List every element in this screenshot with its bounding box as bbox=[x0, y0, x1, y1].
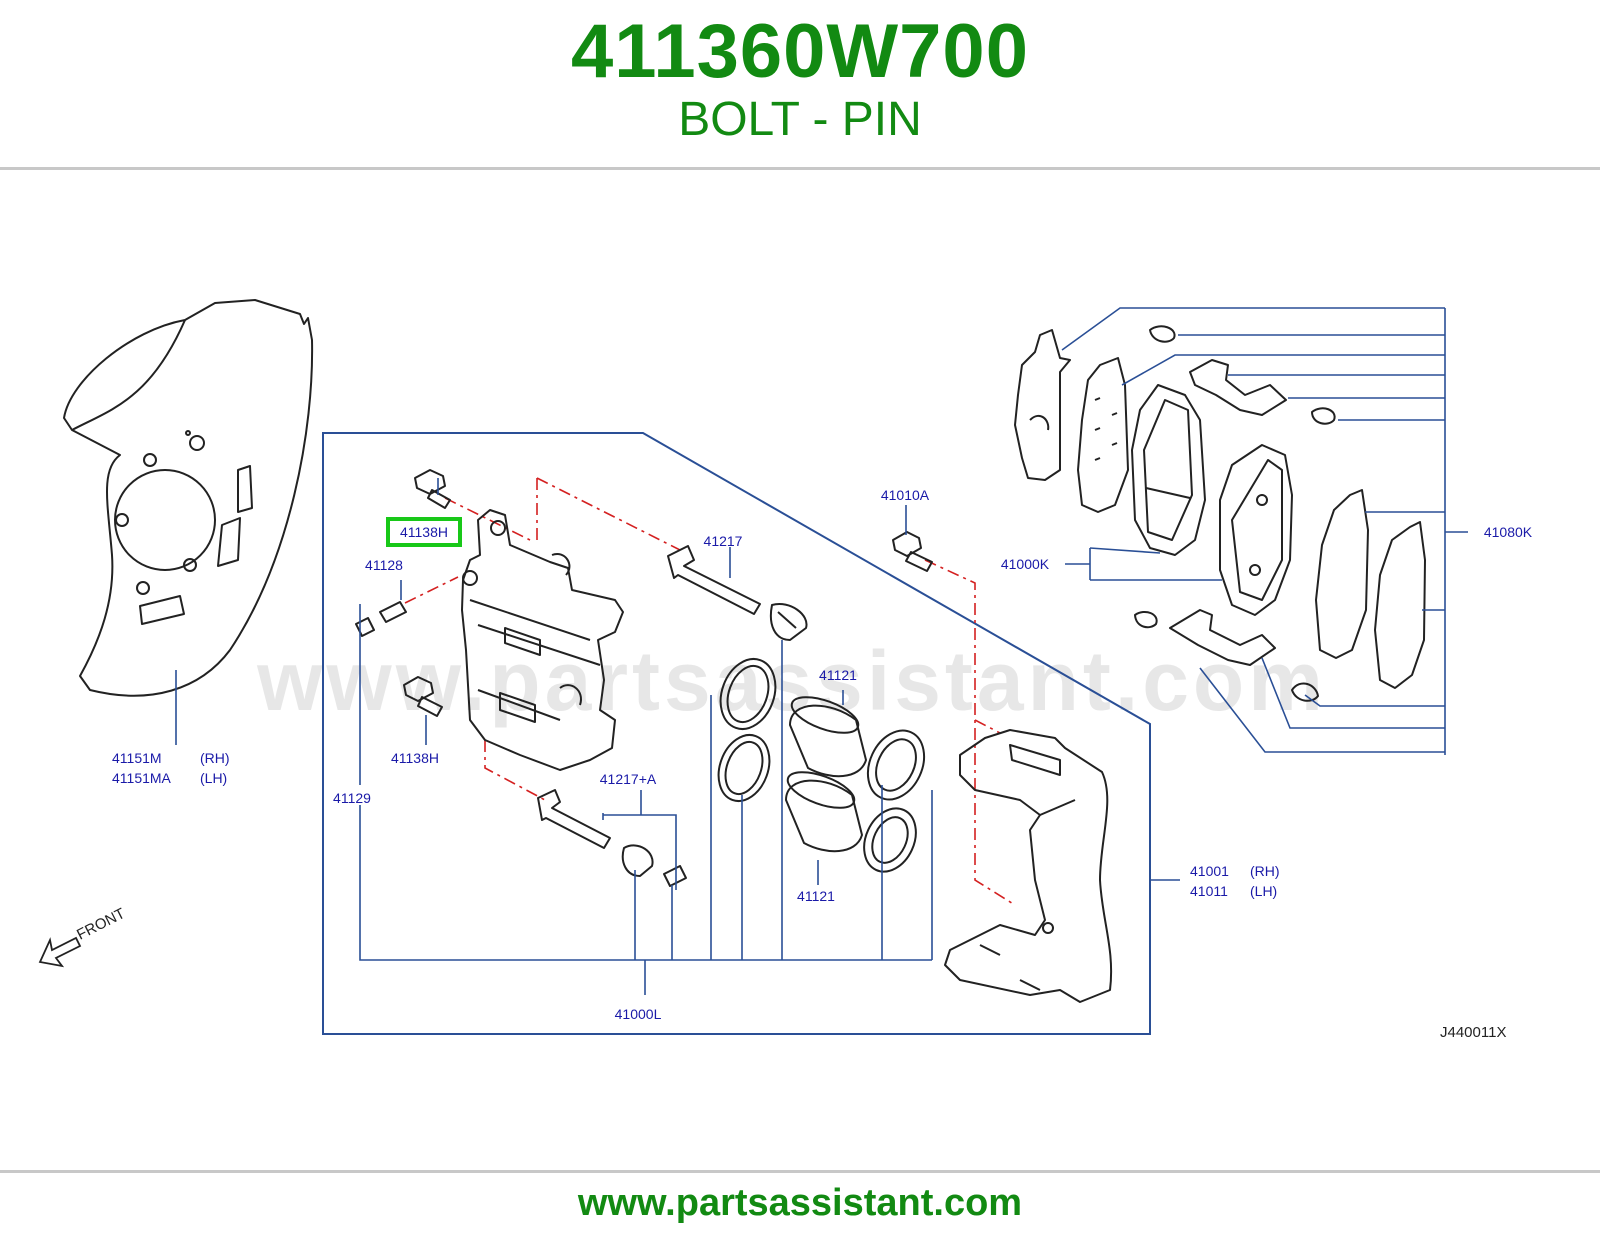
dust-boot-lower-part[interactable] bbox=[854, 800, 925, 880]
brake-pad-inner-part[interactable] bbox=[1219, 444, 1293, 616]
caliper-kit-frame bbox=[322, 432, 1151, 1035]
callout-41151MA[interactable]: 41151MA (LH) bbox=[112, 770, 227, 786]
piston-seal-upper-part[interactable] bbox=[711, 651, 784, 736]
bleeder-screw-part[interactable] bbox=[355, 601, 407, 637]
callout-41128[interactable]: 41128 bbox=[365, 557, 403, 573]
part-description: BOLT - PIN bbox=[678, 93, 922, 146]
callout-side: (LH) bbox=[200, 770, 227, 786]
bolt-pin-top-part[interactable] bbox=[414, 469, 451, 509]
callout-41217[interactable]: 41217 bbox=[704, 533, 743, 549]
pad-shim-outer-part[interactable] bbox=[1014, 329, 1071, 481]
callout-41010A[interactable]: 41010A bbox=[881, 487, 930, 503]
dust-boot-upper-part[interactable] bbox=[857, 721, 935, 808]
callout-label: 41151M bbox=[112, 750, 162, 766]
slide-pin-lower-part[interactable] bbox=[537, 789, 687, 887]
piston-seal-lower-part[interactable] bbox=[710, 728, 778, 808]
pad-spring-top-part[interactable] bbox=[1149, 325, 1336, 425]
watermark-text: www.partsassistant.com bbox=[256, 634, 1327, 728]
callout-label: 41001 bbox=[1190, 863, 1229, 879]
header: 411360W700 BOLT - PIN bbox=[0, 0, 1600, 170]
front-arrow-icon bbox=[38, 936, 82, 968]
callout-label: 41151MA bbox=[112, 770, 172, 786]
callout-41080K[interactable]: 41080K bbox=[1484, 524, 1533, 540]
callout-41000L[interactable]: 41000L bbox=[615, 1006, 662, 1022]
callout-41217A[interactable]: 41217+A bbox=[600, 771, 657, 787]
callout-label: 41138H bbox=[400, 524, 448, 540]
header-divider bbox=[0, 167, 1600, 170]
callout-41121-top[interactable]: 41121 bbox=[819, 667, 857, 683]
callout-41001[interactable]: 41001 (RH) bbox=[1190, 863, 1280, 879]
callout-41138H-top[interactable]: 41138H bbox=[386, 517, 462, 547]
callout-41011[interactable]: 41011 (LH) bbox=[1190, 883, 1277, 899]
callout-41151M[interactable]: 41151M (RH) bbox=[112, 750, 230, 766]
callout-41129[interactable]: 41129 bbox=[333, 790, 371, 806]
slide-pin-upper-part[interactable] bbox=[667, 545, 808, 641]
dust-shield-part[interactable] bbox=[63, 299, 314, 697]
pad-clip-bottom-part[interactable] bbox=[1134, 609, 1319, 702]
bolt-pin-bottom-part[interactable] bbox=[403, 676, 443, 717]
front-direction-indicator: FRONT bbox=[38, 905, 128, 968]
callout-41121-bottom[interactable]: 41121 bbox=[797, 888, 835, 904]
front-label: FRONT bbox=[74, 905, 128, 944]
piston-upper-part[interactable] bbox=[787, 690, 867, 778]
support-bolt-part[interactable] bbox=[892, 531, 933, 572]
caliper-support-part[interactable] bbox=[944, 729, 1113, 1003]
footer-divider bbox=[0, 1170, 1600, 1173]
callout-side: (LH) bbox=[1250, 883, 1277, 899]
highlight-box bbox=[386, 517, 462, 547]
part-number-title: 411360W700 bbox=[571, 9, 1029, 94]
caliper-kit-leaders bbox=[175, 478, 1180, 995]
callout-41000K[interactable]: 41000K bbox=[1001, 556, 1050, 572]
diagram-code: J440011X bbox=[1440, 1024, 1506, 1041]
footer-website-link[interactable]: www.partsassistant.com bbox=[577, 1182, 1023, 1224]
pad-shim-inner-part[interactable] bbox=[1077, 357, 1129, 513]
callout-side: (RH) bbox=[1250, 863, 1280, 879]
callout-41138H-bottom[interactable]: 41138H bbox=[391, 750, 439, 766]
pad-shim-right-outer-part[interactable] bbox=[1374, 521, 1426, 689]
piston-lower-part[interactable] bbox=[783, 765, 863, 853]
pad-kit-leaders bbox=[1061, 307, 1468, 755]
callout-label: 41011 bbox=[1190, 883, 1228, 899]
pad-shim-right-inner-part[interactable] bbox=[1315, 489, 1369, 659]
callout-side: (RH) bbox=[200, 750, 230, 766]
assembly-axis-lines bbox=[404, 477, 1016, 906]
pad-clip-top-part[interactable] bbox=[1189, 359, 1287, 416]
brake-pad-outer-part[interactable] bbox=[1131, 384, 1206, 556]
caliper-body-part[interactable] bbox=[461, 509, 624, 771]
